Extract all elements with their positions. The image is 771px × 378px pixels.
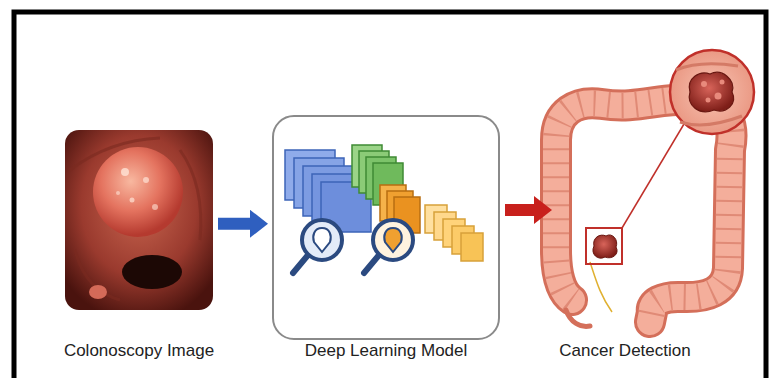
- tumor: [593, 235, 617, 258]
- tumor-texture: [715, 93, 722, 100]
- mucosa-fold: [75, 250, 120, 300]
- polyp-highlight: [116, 191, 120, 195]
- detection-box: [586, 228, 622, 264]
- polyp-highlight: [121, 168, 129, 176]
- lumen: [122, 255, 182, 289]
- photo-ground: [65, 130, 213, 310]
- lesion-icon: [313, 228, 330, 252]
- panel-caption: Deep Learning Model: [305, 341, 468, 361]
- magnifier-lens: [373, 220, 413, 260]
- magnifier-lens: [302, 220, 342, 260]
- appendix: [566, 310, 590, 326]
- polyp-highlight: [130, 198, 135, 203]
- zoom-fold: [676, 64, 738, 70]
- panel-caption: Colonoscopy Image: [64, 341, 214, 361]
- small-nodule: [89, 285, 107, 299]
- polyp: [93, 147, 183, 237]
- zoom-fold: [680, 116, 742, 125]
- tumor-texture: [701, 81, 707, 87]
- lesion-icon: [384, 228, 401, 252]
- mucosa-fold: [180, 150, 201, 240]
- vessel-line: [590, 262, 612, 312]
- feature-map: [461, 233, 483, 261]
- tumor-texture: [706, 98, 711, 103]
- colonoscopy-photo: [65, 130, 213, 310]
- detection-panel: Cancer Detection: [556, 55, 746, 330]
- zoom-circle: [670, 50, 754, 134]
- magnifier-handle: [293, 255, 308, 273]
- panel-caption: Cancer Detection: [559, 341, 690, 361]
- flow-arrow: [505, 204, 534, 216]
- polyp-highlight: [143, 177, 149, 183]
- colon-illustration: [556, 50, 754, 326]
- model-box: Deep Learning Model: [272, 115, 500, 340]
- magnifier-handle: [364, 255, 379, 273]
- zoom-leader: [622, 124, 684, 228]
- image-panel: Colonoscopy Image: [65, 130, 213, 310]
- network-illustration: [285, 145, 483, 273]
- tumor-texture: [720, 80, 725, 85]
- zoomed-tumor: [689, 72, 733, 111]
- polyp-highlight: [152, 204, 158, 210]
- outer-frame: [14, 12, 766, 378]
- flow-arrow: [218, 218, 250, 230]
